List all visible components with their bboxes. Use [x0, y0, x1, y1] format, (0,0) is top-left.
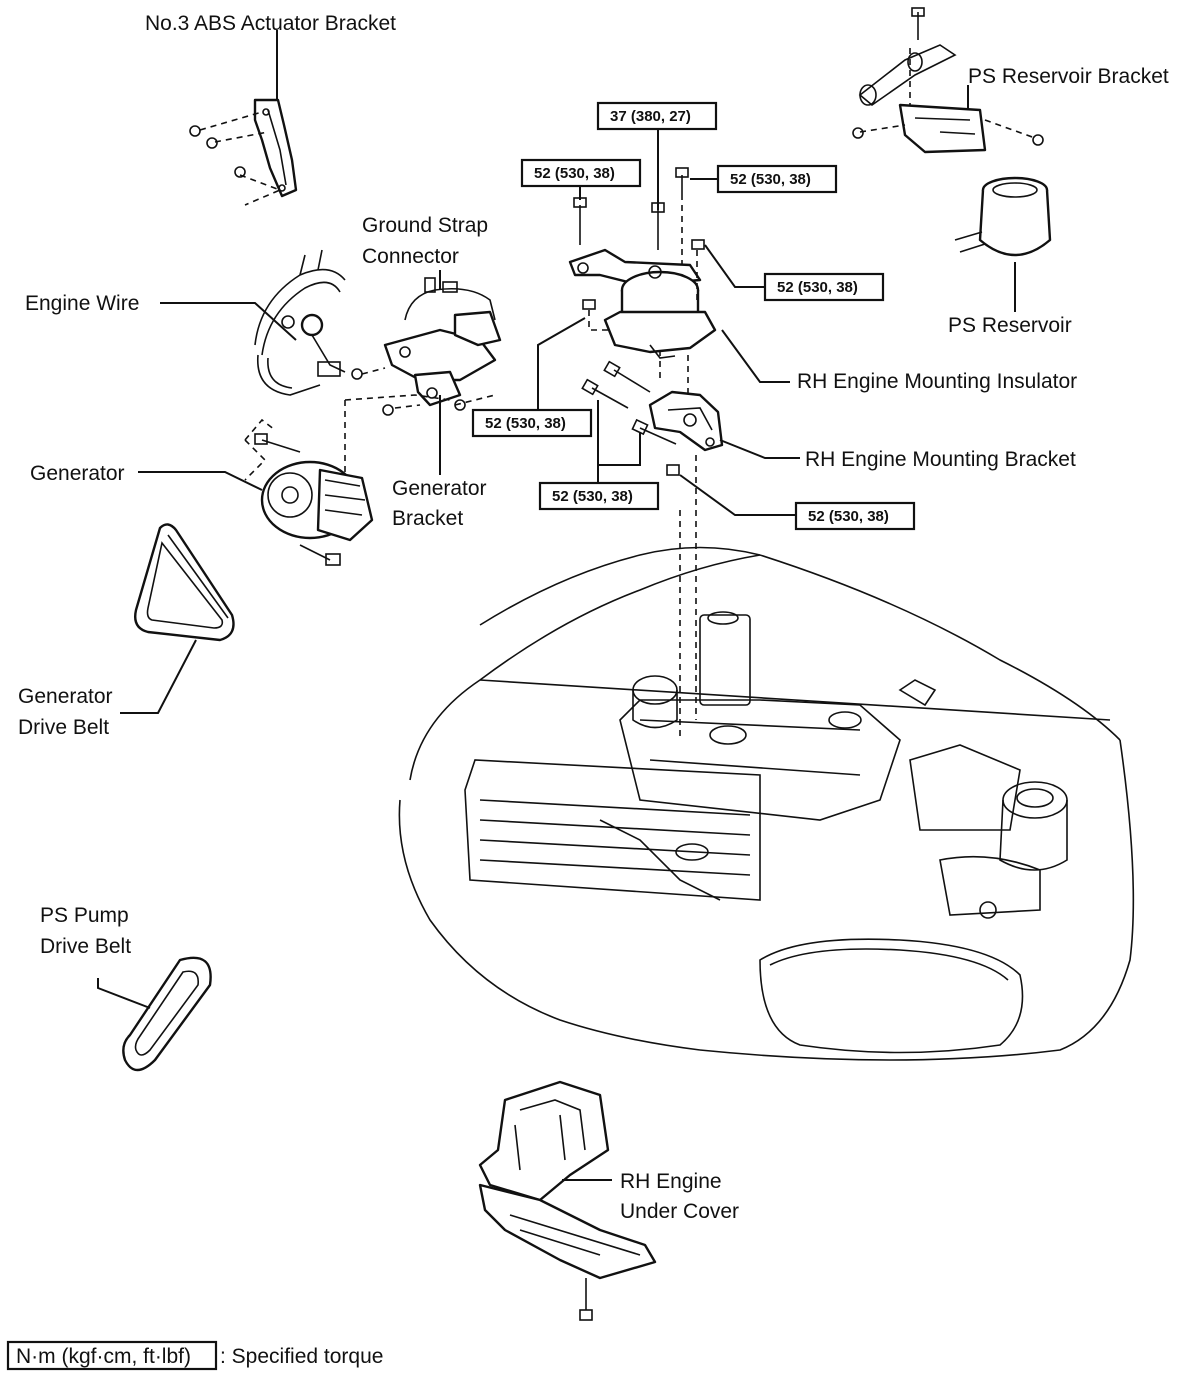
torque-legend: N·m (kgf·cm, ft·lbf) : Specified torque: [6, 1340, 383, 1371]
rh-engine-under-cover: [478, 1080, 657, 1321]
under-cover-label-1: RH Engine: [620, 1170, 722, 1193]
engine-wire: [254, 249, 386, 396]
bracket-bolts: [581, 360, 680, 476]
legend-description: : Specified torque: [220, 1345, 383, 1368]
ps-reservoir-bracket: [852, 7, 1044, 154]
gen-belt-label-1: Generator: [18, 685, 113, 708]
ps-reservoir-label: PS Reservoir: [948, 314, 1072, 337]
torque-value-2: 52 (530, 38): [534, 165, 615, 182]
torque-value-7: 52 (530, 38): [808, 508, 889, 525]
rh-mount-bracket-label: RH Engine Mounting Bracket: [805, 448, 1076, 471]
abs-bracket-label: No.3 ABS Actuator Bracket: [145, 12, 396, 35]
torque-box-3: [716, 164, 838, 194]
torque-value-1: 37 (380, 27): [610, 108, 691, 125]
rh-engine-mounting-bracket: [648, 390, 724, 452]
insulator-bolts: [573, 167, 705, 310]
generator: [254, 433, 374, 566]
vehicle-body: [398, 546, 1135, 1061]
gen-belt-label-2: Drive Belt: [18, 716, 109, 739]
generator-bracket-label-2: Bracket: [392, 507, 463, 530]
generator-bracket-label-1: Generator: [392, 477, 487, 500]
ground-strap-connector: [383, 277, 502, 407]
abs-actuator-bracket: [189, 98, 298, 206]
ps-reservoir: [954, 176, 1052, 257]
ps-belt-label-2: Drive Belt: [40, 935, 131, 958]
torque-box-5: [471, 408, 593, 438]
torque-box-7: [794, 501, 916, 531]
ps-belt-label-1: PS Pump: [40, 904, 129, 927]
engine-wire-label: Engine Wire: [25, 292, 139, 315]
torque-box-2: [520, 158, 642, 188]
ps-reservoir-bracket-label: PS Reservoir Bracket: [968, 65, 1169, 88]
ground-strap-label-1: Ground Strap: [362, 214, 488, 237]
torque-box-1: [596, 101, 718, 131]
torque-value-4: 52 (530, 38): [777, 279, 858, 296]
generator-drive-belt: [134, 523, 235, 642]
under-cover-label-2: Under Cover: [620, 1200, 739, 1223]
ps-pump-drive-belt: [122, 956, 212, 1072]
torque-value-3: 52 (530, 38): [730, 171, 811, 188]
ground-strap-label-2: Connector: [362, 245, 459, 268]
legend-unit-text: N·m (kgf·cm, ft·lbf): [16, 1345, 191, 1368]
legend-unit-box: [6, 1340, 218, 1371]
rh-engine-mounting-insulator: [568, 248, 717, 359]
torque-box-4: [763, 272, 885, 302]
generator-label: Generator: [30, 462, 125, 485]
torque-value-5: 52 (530, 38): [485, 415, 566, 432]
rh-mount-insulator-label: RH Engine Mounting Insulator: [797, 370, 1077, 393]
torque-box-6: [538, 481, 660, 511]
torque-value-6: 52 (530, 38): [552, 488, 633, 505]
